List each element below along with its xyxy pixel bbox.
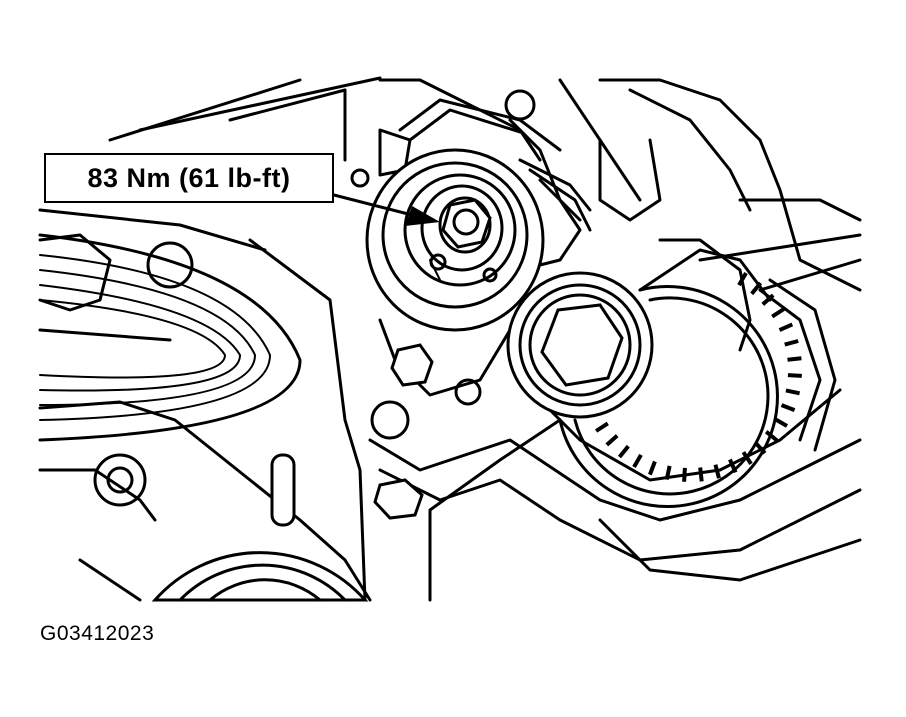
sprocket-tooth [785, 388, 801, 396]
crankshaft-pulley [38, 233, 302, 507]
sprocket-tooth [787, 356, 802, 362]
sprocket-tooth [778, 322, 794, 332]
sprocket-tooth [682, 467, 687, 482]
sprocket-tooth [664, 465, 672, 481]
sprocket-tooth [773, 417, 789, 428]
sprocket-tooth [741, 451, 753, 465]
tensioner-pulley [365, 148, 545, 332]
sprocket-tooth [617, 444, 630, 459]
camshaft-sprocket [558, 248, 802, 509]
sprocket-teeth [595, 271, 802, 482]
water-pump-pulley [151, 453, 369, 602]
sprocket-tooth [737, 271, 748, 287]
sprocket-tooth [787, 373, 802, 378]
torque-label: 83 Nm (61 lb-ft) [87, 162, 291, 193]
idler-pulley [506, 271, 654, 419]
torque-callout: 83 Nm (61 lb-ft) [44, 153, 334, 203]
sprocket-tooth [728, 458, 738, 474]
figure-id: G03412023 [40, 622, 155, 645]
sprocket-tooth [698, 467, 704, 482]
timing-belt-tensioner-diagram [38, 76, 862, 602]
sprocket-tooth [771, 307, 785, 319]
sprocket-tooth [605, 434, 619, 447]
sprocket-tooth [713, 464, 721, 479]
sprocket-tooth [648, 460, 657, 476]
sprocket-tooth [754, 441, 767, 455]
sprocket-tooth [784, 339, 799, 347]
tensioner-bracket [350, 89, 592, 520]
timing-belt [398, 98, 837, 452]
sprocket-tooth [595, 421, 609, 433]
torque-leader-arrow [332, 193, 440, 226]
sprocket-tooth [764, 430, 779, 443]
sprocket-tooth [632, 453, 643, 469]
sprocket-tooth [780, 403, 796, 412]
